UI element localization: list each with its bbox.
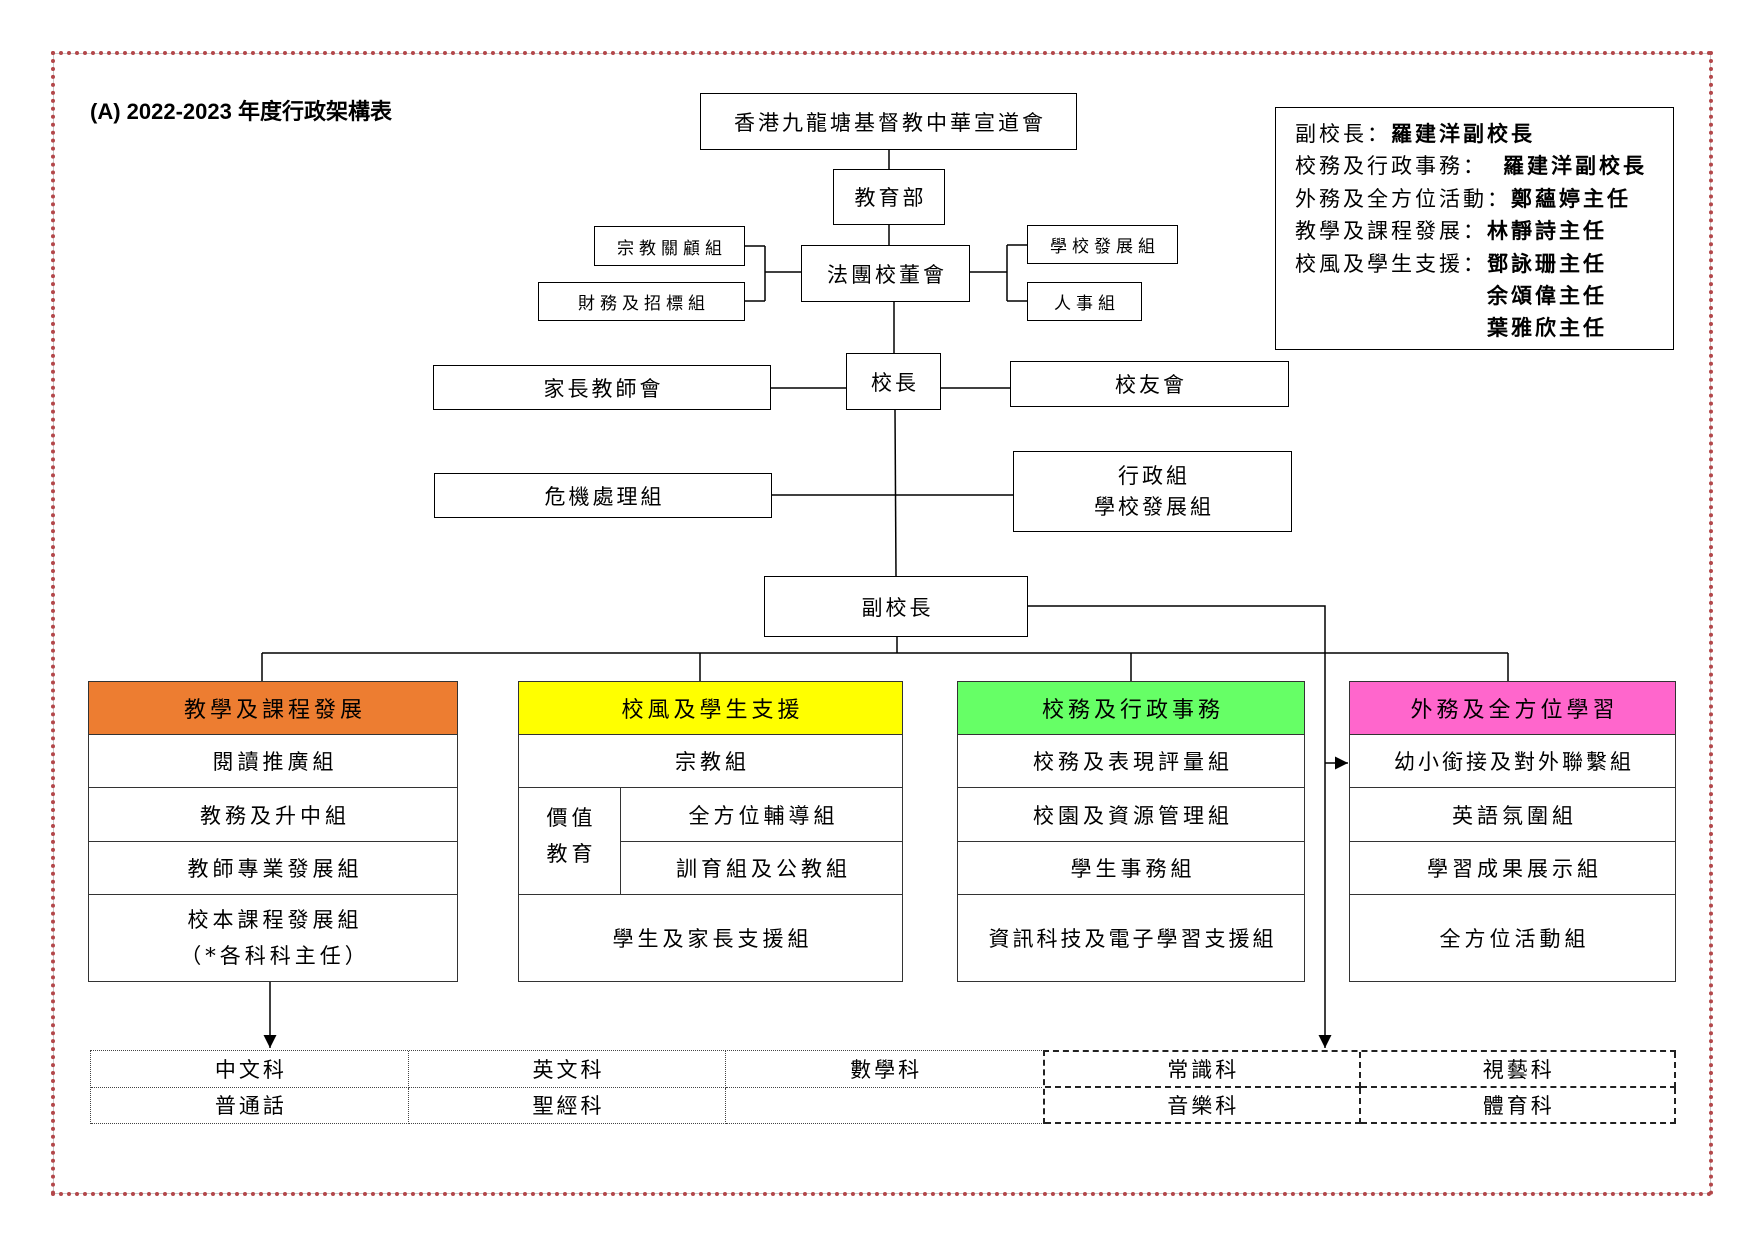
- alumni-association-box: 校友會: [1010, 361, 1289, 407]
- info-name: 鄭蘊婷主任: [1511, 185, 1631, 211]
- column-header: 校務及行政事務: [958, 682, 1304, 734]
- info-label: 教學及課程發展：: [1295, 219, 1487, 244]
- info-line: 校務及行政事務： 羅建洋副校長: [1295, 150, 1673, 182]
- subject-cell: 英文科: [408, 1051, 727, 1088]
- info-line: 校風及學生支援：鄧詠珊主任: [1295, 248, 1673, 280]
- parent-teacher-association-box: 家長教師會: [433, 365, 771, 410]
- value-education-block: 價值 教育 全方位輔導組 訓育組及公教組: [519, 787, 902, 894]
- subject-cell: 普通話: [91, 1087, 409, 1124]
- subject-cell: 中文科: [91, 1051, 409, 1088]
- group-cell: 校務及表現評量組: [958, 734, 1304, 787]
- page-title: (A) 2022-2023 年度行政架構表: [90, 99, 392, 124]
- column-header: 外務及全方位學習: [1350, 682, 1675, 734]
- group-cell: 全方位輔導組: [688, 803, 839, 828]
- subject-cell: 數學科: [726, 1051, 1044, 1088]
- group-label: 校本課程發展組: [187, 907, 363, 932]
- subject-cell: [726, 1087, 1044, 1124]
- value-education-label: 價值 教育: [519, 788, 621, 894]
- info-line: 教學及課程發展：林靜詩主任: [1295, 215, 1673, 247]
- sponsor-box: 香港九龍塘基督教中華宣道會: [700, 93, 1077, 150]
- connector-arrow: [1028, 605, 1332, 1048]
- group-cell: 學生事務組: [958, 841, 1304, 894]
- info-label: 校務及行政事務：: [1295, 154, 1487, 179]
- subject-cell: 音樂科: [1045, 1088, 1361, 1124]
- vice-principal-box: 副校長: [764, 576, 1028, 637]
- info-name: 鄧詠珊主任: [1487, 250, 1607, 276]
- value-education-groups: 全方位輔導組 訓育組及公教組: [621, 788, 902, 894]
- connector-line: [894, 409, 897, 577]
- info-line: 余頌偉主任: [1295, 280, 1673, 312]
- group-cell: 校本課程發展組 （*各科科主任）: [89, 894, 457, 980]
- crisis-management-group-box: 危機處理組: [434, 473, 772, 518]
- group-note: （*各科科主任）: [180, 943, 370, 968]
- column-header: 教學及課程發展: [89, 682, 457, 734]
- info-name: 羅建洋副校長: [1391, 121, 1535, 146]
- finance-tender-group-box: 財務及招標組: [538, 282, 745, 321]
- info-line: 副校長：羅建洋副校長: [1295, 118, 1673, 150]
- group-cell: 教務及升中組: [89, 787, 457, 841]
- info-name: 羅建洋副校長: [1503, 153, 1647, 179]
- decorative-page-border: [51, 51, 1713, 1196]
- administration-group-box: 行政組 學校發展組: [1013, 451, 1292, 532]
- info-name: 林靜詩主任: [1487, 218, 1607, 244]
- info-line: 葉雅欣主任: [1295, 312, 1673, 344]
- administration-group-line: 學校發展組: [1094, 494, 1214, 519]
- column-header: 校風及學生支援: [519, 682, 902, 734]
- administration-group-line: 行政組: [1118, 463, 1190, 488]
- group-cell: 英語氛圍組: [1350, 787, 1675, 841]
- info-label: 外務及全方位活動：: [1295, 186, 1511, 211]
- value-education-label-line: 價值: [546, 806, 597, 830]
- personnel-group-box: 人事組: [1027, 282, 1142, 321]
- school-development-group-box: 學校發展組: [1027, 225, 1178, 264]
- subject-cell: 聖經科: [408, 1087, 727, 1124]
- column-school-ethos-student-support: 校風及學生支援 宗教組 價值 教育 全方位輔導組 訓育組及公教組 學生及家長支援…: [518, 681, 903, 982]
- group-cell: 教師專業發展組: [89, 841, 457, 894]
- incorporated-management-committee-box: 法團校董會: [801, 245, 970, 302]
- group-cell: 訓育組及公教組: [621, 841, 902, 894]
- info-label: 校風及學生支援：: [1295, 251, 1487, 276]
- info-name: 余頌偉主任: [1487, 283, 1607, 309]
- info-name: 葉雅欣主任: [1487, 315, 1607, 341]
- subject-table-right: 常識科 視藝科 音樂科 體育科: [1043, 1050, 1676, 1124]
- group-cell: 全方位活動組: [1350, 894, 1675, 980]
- column-teaching-curriculum: 教學及課程發展 閱讀推廣組 教務及升中組 教師專業發展組 校本課程發展組 （*各…: [88, 681, 458, 982]
- subject-cell: 視藝科: [1360, 1052, 1676, 1088]
- group-cell: 學生及家長支援組: [519, 894, 902, 980]
- group-cell: 資訊科技及電子學習支援組: [958, 894, 1304, 980]
- subject-table-left: 中文科 英文科 數學科 普通話 聖經科: [90, 1050, 1044, 1124]
- group-cell: 宗教組: [519, 734, 902, 787]
- education-department-box: 教育部: [833, 169, 945, 225]
- religious-care-group-box: 宗教關顧組: [594, 226, 745, 266]
- subject-cell: 常識科: [1045, 1052, 1361, 1088]
- subject-cell: 體育科: [1360, 1088, 1676, 1124]
- group-cell: 幼小銜接及對外聯繫組: [1350, 734, 1675, 787]
- group-cell: 學習成果展示組: [1350, 841, 1675, 894]
- group-cell: 校園及資源管理組: [958, 787, 1304, 841]
- group-cell: 閱讀推廣組: [89, 734, 457, 787]
- responsibility-info-box: 副校長：羅建洋副校長 校務及行政事務：羅建洋副校長 外務及全方位活動：鄭蘊婷主任…: [1275, 107, 1674, 350]
- column-school-administration: 校務及行政事務 校務及表現評量組 校園及資源管理組 學生事務組 資訊科技及電子學…: [957, 681, 1305, 982]
- info-label: 副校長：: [1295, 122, 1391, 146]
- value-education-label-line: 教育: [546, 842, 597, 866]
- info-line: 外務及全方位活動：鄭蘊婷主任: [1295, 183, 1673, 215]
- column-external-affairs-all-round-learning: 外務及全方位學習 幼小銜接及對外聯繫組 英語氛圍組 學習成果展示組 全方位活動組: [1349, 681, 1676, 982]
- principal-box: 校長: [846, 353, 941, 410]
